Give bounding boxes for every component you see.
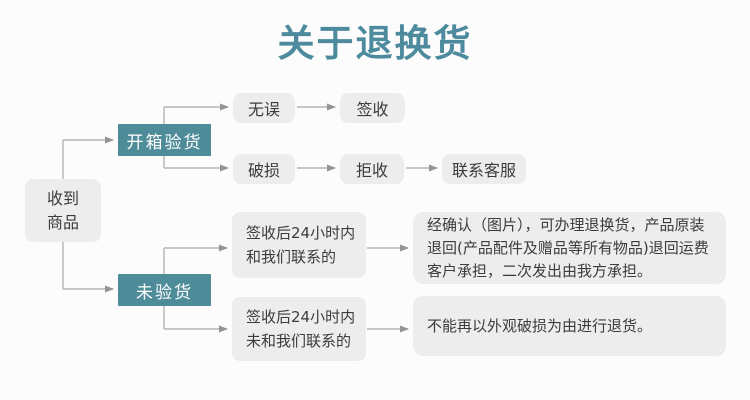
- node-contacted-within-24h-line2: 和我们联系的: [246, 248, 337, 266]
- node-contacted-within-24h: 签收后24小时内 和我们联系的: [232, 212, 366, 278]
- node-sign-receipt: 签收: [340, 93, 405, 123]
- node-contacted-within-24h-line1: 签收后24小时内: [246, 224, 356, 242]
- node-not-contacted-within-24h-line2: 未和我们联系的: [246, 332, 352, 350]
- node-result-exchange-allowed: 经确认（图片），可办理退换货，产品原装退回(产品配件及赠品等所有物品)退回运费客…: [413, 212, 726, 284]
- node-received-goods: 收到 商品: [25, 179, 101, 242]
- node-no-error: 无误: [233, 93, 295, 123]
- node-damaged: 破损: [233, 154, 295, 184]
- node-open-box-inspection: 开箱验货: [118, 124, 211, 156]
- node-reject: 拒收: [340, 154, 404, 184]
- node-not-inspected: 未验货: [118, 274, 211, 306]
- node-not-contacted-within-24h: 签收后24小时内 未和我们联系的: [232, 297, 366, 361]
- node-received-goods-line2: 商品: [46, 212, 79, 232]
- node-received-goods-line1: 收到: [46, 188, 79, 208]
- page-title: 关于退换货: [277, 22, 473, 65]
- node-not-contacted-within-24h-line1: 签收后24小时内: [246, 308, 356, 326]
- node-result-no-return: 不能再以外观破损为由进行退货。: [413, 296, 726, 356]
- node-contact-customer-service: 联系客服: [442, 154, 526, 184]
